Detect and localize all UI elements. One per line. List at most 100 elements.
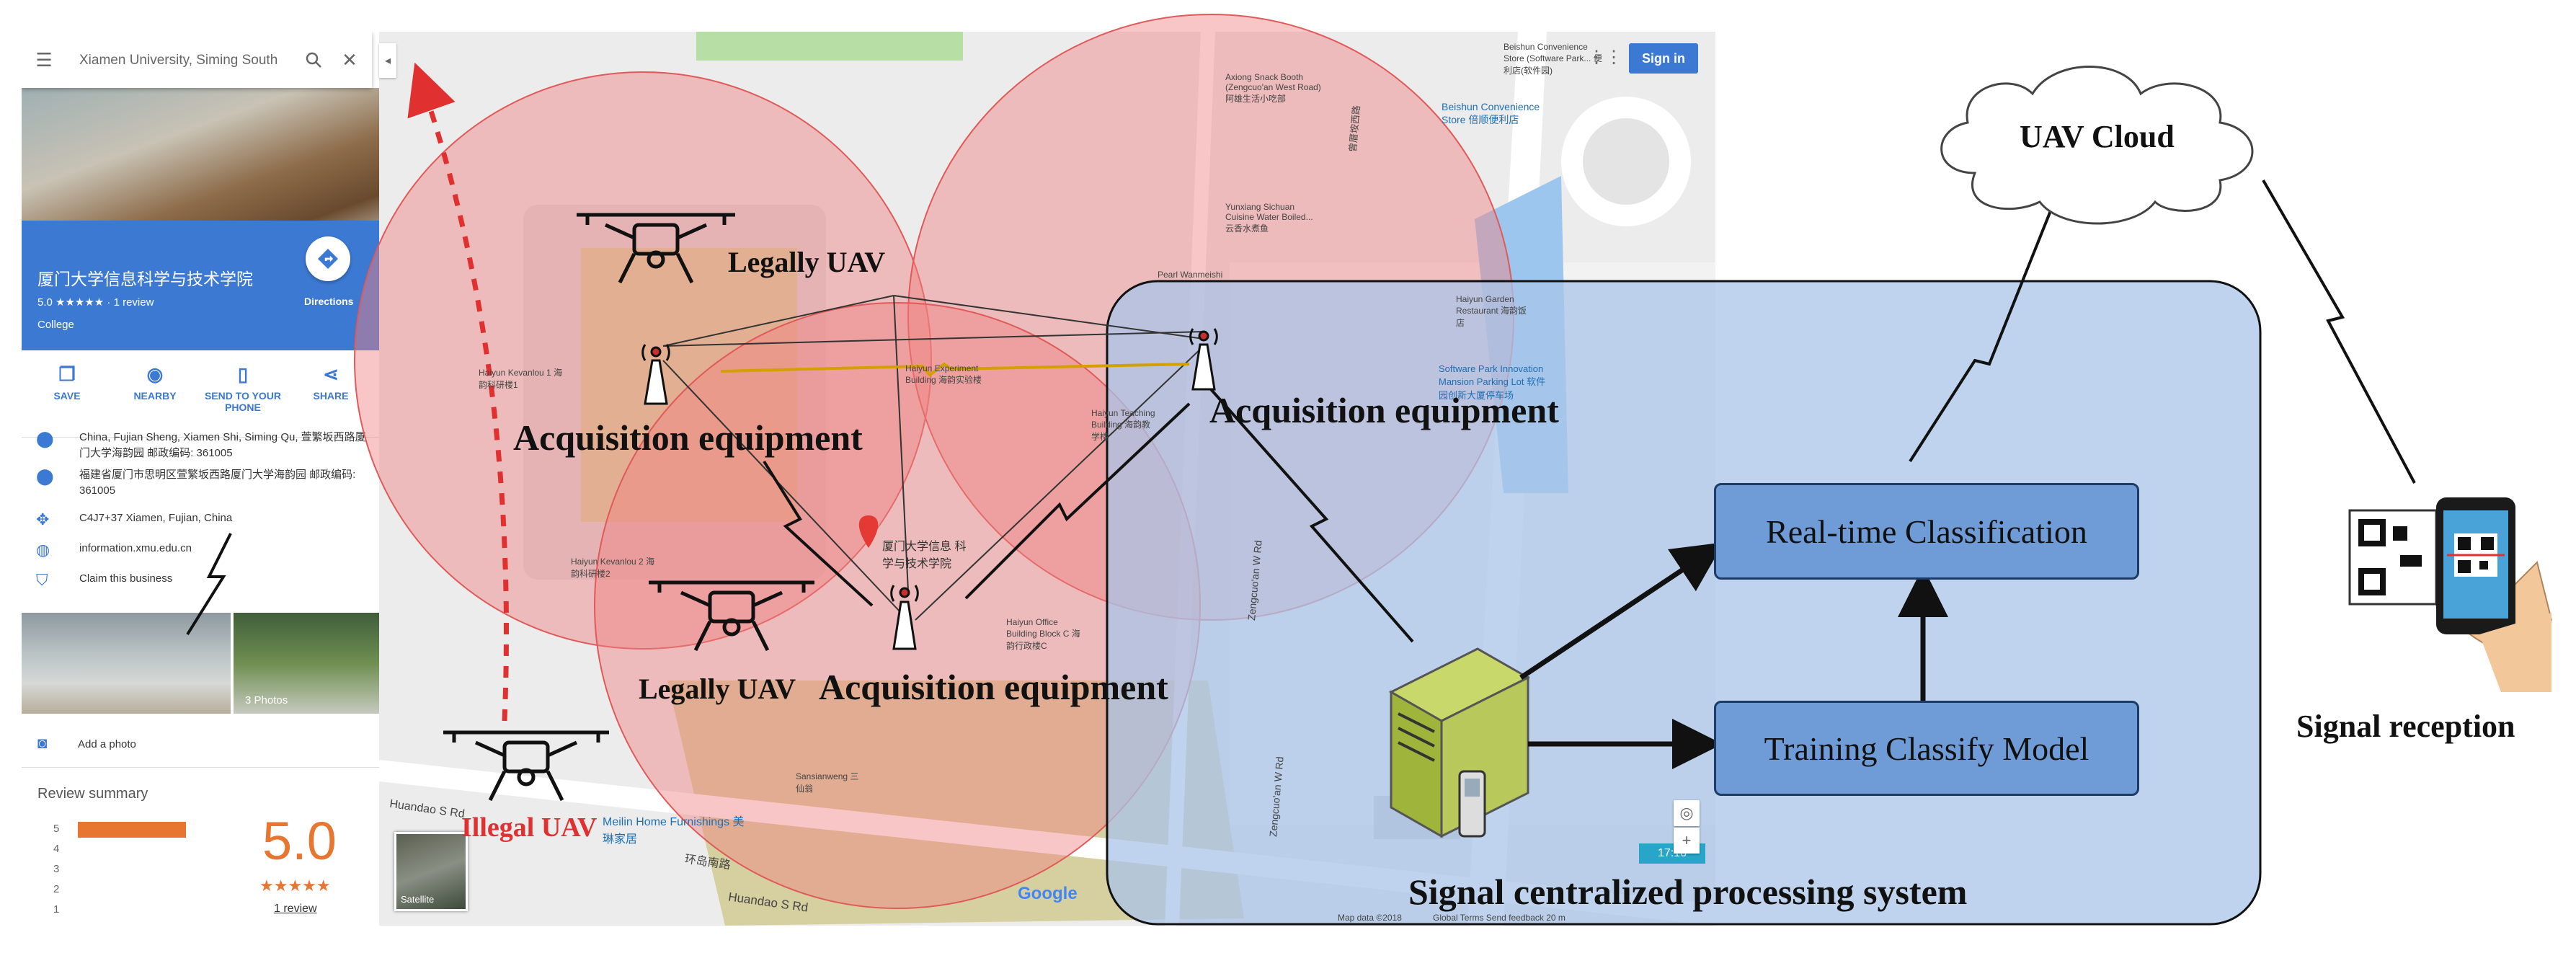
nearby-label: NEARBY — [133, 390, 177, 402]
category: College — [37, 319, 74, 331]
server-icon — [1388, 647, 1531, 838]
uav-cloud-label: UAV Cloud — [2020, 119, 2175, 154]
antenna-icon — [890, 585, 919, 650]
zigzag-link — [720, 362, 1190, 377]
save-button[interactable]: ❐ SAVE — [27, 363, 107, 402]
place-info: 厦门大学信息科学与技术学院 5.0 ★★★★★ · 1 review Colle… — [22, 221, 379, 350]
five-star-bar — [78, 822, 186, 838]
shield-icon: ⛉ — [36, 571, 48, 589]
antenna-icon — [641, 344, 670, 405]
big-rating: 5.0 — [262, 811, 337, 871]
acquisition-equipment-label: Acquisition equipment — [1209, 390, 1559, 430]
website-text: information.xmu.edu.cn — [79, 542, 192, 554]
directions-icon — [317, 248, 339, 270]
place-title: 厦门大学信息科学与技术学院 — [37, 270, 253, 288]
camera-icon: ◙ — [37, 734, 48, 752]
nearby-button[interactable]: ◉NEARBY — [115, 363, 195, 402]
photo-thumbnail-1[interactable] — [22, 613, 231, 714]
map-data-label: Map data ©2018 — [1338, 913, 1402, 923]
share-icon: ⋖ — [323, 363, 339, 385]
map-pin-label: 厦门大学信息 科学与技术学院 — [882, 541, 967, 570]
big-stars: ★★★★★ — [259, 877, 331, 895]
map-label: Haiyun Teaching Building 海韵教学楼 — [1091, 408, 1155, 442]
map-label: Beishun Convenience Store (Software Park… — [1504, 42, 1602, 76]
search-box: ☰ ✕ — [22, 32, 372, 88]
map-label: Haiyun Office Building Block C 海韵行政楼C — [1006, 617, 1080, 651]
realtime-classification-box: Real-time Classification — [1714, 483, 2139, 580]
map-label: Axiong Snack Booth (Zengcuo'an West Road… — [1225, 72, 1321, 104]
satellite-toggle[interactable]: Satellite — [394, 832, 468, 911]
acquisition-equipment-label: Acquisition equipment — [513, 417, 863, 458]
map-label: Haiyun Kevanlou 2 海韵科研楼2 — [571, 557, 655, 579]
legally-uav-label: Legally UAV — [728, 246, 886, 278]
star-row-label: 2 — [53, 883, 60, 895]
zoom-in-button[interactable]: + — [1674, 828, 1700, 854]
rating-line: 5.0 ★★★★★ · 1 review — [37, 296, 154, 309]
map-label: Yunxiang Sichuan Cuisine Water Boiled...… — [1225, 202, 1313, 234]
address-cn-text: 福建省厦门市思明区萱繁坂西路厦门大学海韵园 邮政编码: 361005 — [79, 469, 356, 497]
save-label: SAVE — [53, 390, 81, 402]
add-photo-label: Add a photo — [78, 738, 136, 750]
signal-system-label: Signal centralized processing system — [1408, 872, 1968, 912]
star-scale: 5 4 3 2 1 — [53, 819, 59, 920]
my-location-icon[interactable]: ◎ — [1674, 800, 1700, 826]
claim-text: Claim this business — [79, 572, 173, 585]
bookmark-icon: ❐ — [58, 363, 76, 385]
menu-icon[interactable]: ☰ — [35, 48, 53, 71]
phone-scan-icon — [2348, 497, 2553, 692]
place-panel: ☰ ✕ 厦门大学信息科学与技术学院 5.0 ★★★★★ · 1 review C… — [22, 32, 381, 926]
map-label: Haiyun Kevanlou 1 海韵科研楼1 — [479, 368, 563, 390]
add-photo-row[interactable]: ◙ Add a photo — [22, 724, 379, 768]
map-pin-icon — [858, 515, 879, 548]
address-text: China, Fujian Sheng, Xiamen Shi, Siming … — [79, 431, 366, 459]
share-button[interactable]: ⋖ SHARE — [291, 363, 370, 402]
map-label: Beishun Convenience Store 倍顺便利店 — [1442, 101, 1540, 125]
phone-icon: ▯ — [237, 363, 249, 385]
coverage-circle-1 — [354, 71, 932, 650]
star-row-label: 3 — [53, 863, 60, 875]
map-label: Software Park Innovation Mansion Parking… — [1439, 363, 1546, 401]
collapse-panel-button[interactable]: ◂ — [379, 43, 396, 78]
map-label: Meilin Home Furnishings 美琳家居 — [603, 816, 745, 846]
map-label: Haiyun Experiment Building 海韵实验楼 — [905, 363, 982, 385]
search-icon[interactable] — [298, 45, 329, 75]
apps-grid-icon[interactable]: ⋮⋮ — [1588, 47, 1622, 67]
star-row-label: 1 — [53, 903, 60, 916]
map-label: Pearl Wanmeishi — [1158, 270, 1223, 280]
search-input[interactable] — [78, 48, 297, 74]
drone-icon — [577, 213, 735, 284]
photo-thumbnail-2[interactable]: 3 Photos — [234, 613, 379, 714]
review-link[interactable]: 1 review — [274, 903, 317, 915]
drone-icon — [649, 580, 814, 652]
send-to-phone-button[interactable]: ▯SEND TO YOUR PHONE — [203, 363, 283, 413]
star-row-label: 5 — [53, 823, 60, 835]
map-label: Haiyun Garden Restaurant 海韵饭店 — [1456, 294, 1527, 328]
signal-reception-label: Signal reception — [2296, 709, 2515, 744]
photos-count: 3 Photos — [245, 694, 288, 706]
share-label: SHARE — [313, 390, 349, 402]
globe-icon: ◍ — [36, 541, 50, 559]
review-summary-title: Review summary — [37, 786, 148, 802]
location-pin-icon: ⬤ — [36, 430, 54, 448]
directions-button[interactable] — [306, 236, 350, 281]
map-footer-links[interactable]: Global Terms Send feedback 20 m — [1433, 913, 1565, 923]
plus-code-text: C4J7+37 Xiamen, Fujian, China — [79, 512, 233, 524]
action-row: ❐ SAVE ◉NEARBY ▯SEND TO YOUR PHONE ⋖ SHARE — [22, 350, 379, 438]
illegal-uav-label: Illegal UAV — [461, 812, 598, 843]
illegal-uav-path — [407, 62, 509, 722]
flow-arrows — [1519, 542, 1948, 769]
sign-in-button[interactable]: Sign in — [1629, 43, 1698, 74]
plus-code-icon: ✥ — [36, 510, 50, 528]
lightning-links — [186, 179, 2416, 643]
link-lines — [662, 295, 1204, 621]
close-icon[interactable]: ✕ — [342, 48, 357, 71]
training-model-box: Training Classify Model — [1714, 701, 2139, 796]
cloud-shape — [1940, 66, 2254, 225]
location-pin-icon: ⬤ — [36, 467, 54, 485]
satellite-label: Satellite — [401, 894, 435, 905]
directions-label: Directions — [304, 296, 354, 307]
legally-uav-label: Legally UAV — [639, 673, 796, 705]
star-row-label: 4 — [53, 843, 60, 855]
illegal-drone-icon — [443, 730, 609, 802]
